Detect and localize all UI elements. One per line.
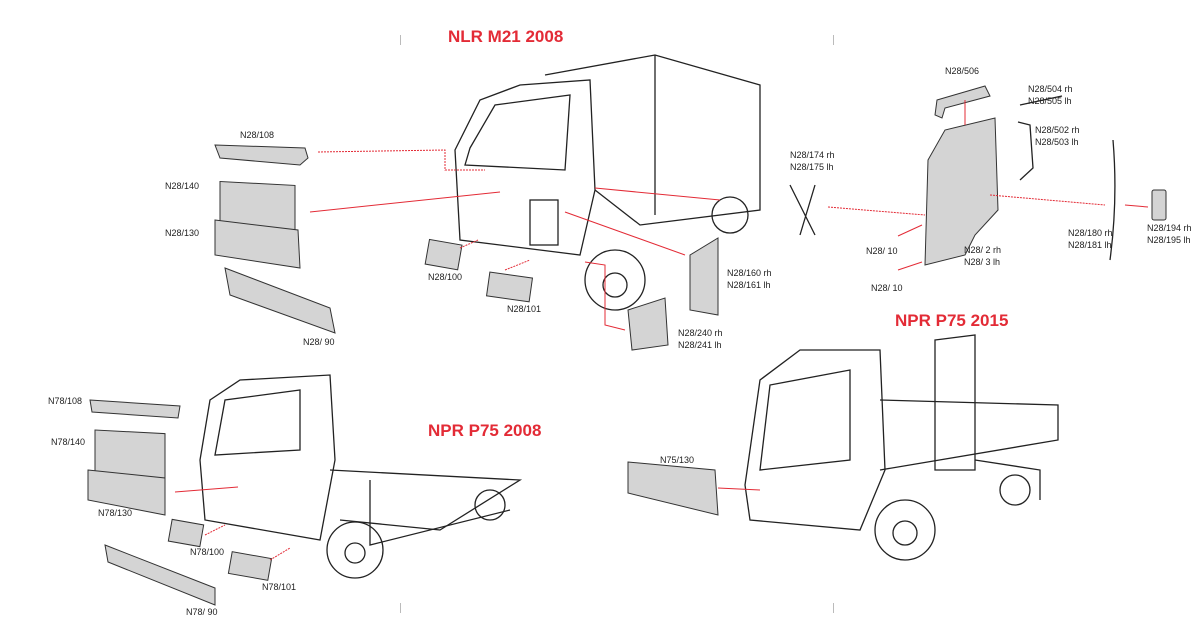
part-label-rh: N28/174 rh bbox=[790, 150, 835, 160]
part-label: N78/ 90 bbox=[186, 607, 218, 617]
part-n28-130 bbox=[214, 219, 301, 269]
part-label: N28/140 bbox=[165, 181, 200, 191]
part-label: N28/ 10 bbox=[871, 283, 903, 293]
part-label: N28/ 2 rh N28/ 3 lh bbox=[964, 244, 1001, 268]
part-label-rh: N28/504 rh bbox=[1028, 84, 1073, 94]
part-label-lh: N28/161 lh bbox=[727, 280, 771, 290]
part-label-lh: N28/ 3 lh bbox=[964, 257, 1001, 267]
part-label-lh: N28/195 lh bbox=[1147, 235, 1191, 245]
part-label: N28/504 rh N28/505 lh bbox=[1028, 83, 1073, 107]
part-label: N28/ 90 bbox=[303, 337, 335, 347]
part-n78-108 bbox=[89, 399, 181, 419]
part-label-rh: N28/160 rh bbox=[727, 268, 772, 278]
part-n78-90 bbox=[104, 544, 216, 606]
part-n78-101 bbox=[227, 551, 273, 581]
part-n28-90 bbox=[224, 267, 336, 334]
part-n28-100 bbox=[424, 238, 463, 271]
part-n28-194 bbox=[1151, 189, 1167, 221]
part-label: N28/101 bbox=[507, 304, 542, 314]
part-label-lh: N28/505 lh bbox=[1028, 96, 1072, 106]
part-n28-2 bbox=[924, 117, 999, 266]
section-title-npr-p75-2015: NPR P75 2015 bbox=[895, 311, 1009, 330]
part-label: N28/108 bbox=[240, 130, 275, 140]
part-n28-240 bbox=[627, 297, 669, 351]
section-title-npr-p75-2008: NPR P75 2008 bbox=[428, 421, 542, 440]
part-n28-504 bbox=[1019, 95, 1063, 106]
truck-nlr-m21 bbox=[454, 54, 761, 311]
part-label-rh: N28/180 rh bbox=[1068, 228, 1113, 238]
part-n28-506 bbox=[934, 85, 991, 119]
part-label: N78/130 bbox=[98, 508, 133, 518]
part-label-rh: N28/240 rh bbox=[678, 328, 723, 338]
part-label-lh: N28/503 lh bbox=[1035, 137, 1079, 147]
part-n28-174 bbox=[789, 184, 816, 236]
truck-npr-p75-2015 bbox=[744, 334, 1059, 561]
part-n78-100 bbox=[167, 518, 205, 548]
part-label: N78/100 bbox=[190, 547, 225, 557]
part-label: N28/160 rh N28/161 lh bbox=[727, 267, 772, 291]
part-label: N28/ 10 bbox=[866, 246, 898, 256]
part-label: N28/502 rh N28/503 lh bbox=[1035, 124, 1080, 148]
part-label: N75/130 bbox=[660, 455, 695, 465]
part-label: N78/101 bbox=[262, 582, 297, 592]
part-label: N28/194 rh N28/195 lh bbox=[1147, 222, 1192, 246]
section-title-nlr-m21-2008: NLR M21 2008 bbox=[448, 27, 564, 46]
part-label-lh: N28/175 lh bbox=[790, 162, 834, 172]
part-label-rh: N28/502 rh bbox=[1035, 125, 1080, 135]
part-label: N28/240 rh N28/241 lh bbox=[678, 327, 723, 351]
part-n28-180 bbox=[1109, 139, 1116, 261]
truck-npr-p75-2008 bbox=[199, 374, 523, 579]
part-label: N78/108 bbox=[48, 396, 83, 406]
part-label: N28/180 rh N28/181 lh bbox=[1068, 227, 1113, 251]
part-label-rh: N28/194 rh bbox=[1147, 223, 1192, 233]
part-label: N28/506 bbox=[945, 66, 980, 76]
part-n75-130 bbox=[627, 461, 719, 516]
part-label: N28/174 rh N28/175 lh bbox=[790, 149, 835, 173]
part-n78-130 bbox=[87, 469, 166, 516]
part-n28-160 bbox=[689, 237, 719, 316]
part-label: N28/130 bbox=[165, 228, 200, 238]
part-label-lh: N28/181 lh bbox=[1068, 240, 1112, 250]
part-n28-108 bbox=[214, 144, 309, 166]
part-n28-101 bbox=[485, 271, 534, 303]
part-label-lh: N28/241 lh bbox=[678, 340, 722, 350]
part-label: N78/140 bbox=[51, 437, 86, 447]
part-n28-502 bbox=[1017, 121, 1034, 181]
part-label-rh: N28/ 2 rh bbox=[964, 245, 1002, 255]
part-label: N28/100 bbox=[428, 272, 463, 282]
